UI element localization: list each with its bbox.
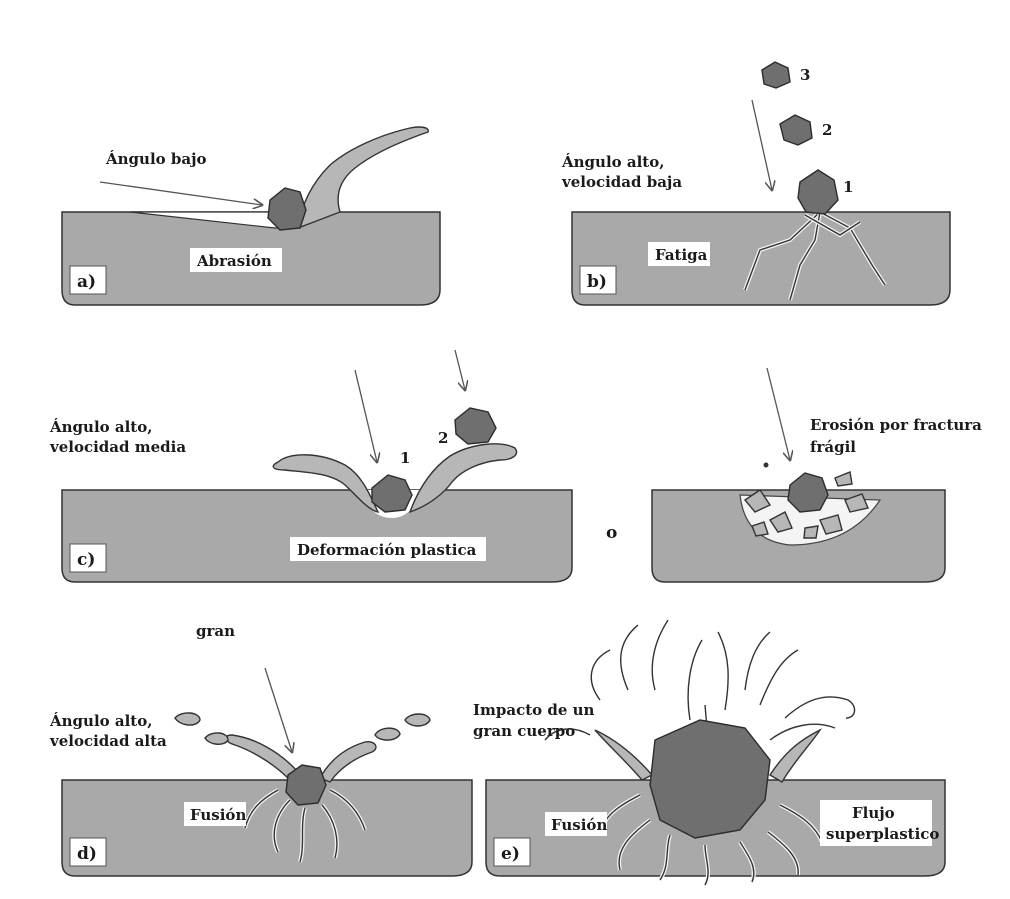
mechanism-label-c: Deformación plastica <box>297 541 477 559</box>
angle-label-d-line1: Ángulo alto, <box>49 712 152 730</box>
mechanism-label-d: Fusión <box>190 806 246 824</box>
droplet-1 <box>205 733 228 744</box>
droplet-3 <box>375 728 400 740</box>
seq-label-b3: 3 <box>800 66 810 84</box>
particle-c3 <box>788 473 828 512</box>
angle-label-a: Ángulo bajo <box>105 150 207 168</box>
rim-ejecta-right <box>770 730 820 782</box>
particle-a <box>268 188 306 230</box>
panel-b: 1 2 3 Ángulo alto, velocidad baja Fatiga… <box>561 62 950 305</box>
droplet-4 <box>405 714 430 726</box>
impact-arrow-b <box>752 100 772 190</box>
panel-c-brittle: Erosión por fractura frágil <box>652 368 982 582</box>
impact-arrow-c1 <box>355 370 377 462</box>
impact-arrow-a <box>100 182 262 205</box>
stray-label-d: gran <box>196 622 235 640</box>
particle-c1 <box>372 475 412 512</box>
seq-label-b2: 2 <box>822 121 832 139</box>
title-label-e-line2: gran cuerpo <box>473 722 575 740</box>
panel-c-material <box>62 490 572 582</box>
panel-d-material <box>62 780 472 876</box>
brittle-label-line1: Erosión por fractura <box>810 416 982 434</box>
melt-splash-right <box>320 742 376 782</box>
angle-label-d-line2: velocidad alta <box>49 732 167 750</box>
panel-d: gran Ángulo alto, velocidad alta Fusión … <box>49 622 472 876</box>
mechanism-label-a: Abrasión <box>196 252 272 270</box>
particle-b1 <box>798 170 838 214</box>
title-label-e-line1: Impacto de un <box>473 701 595 719</box>
particle-b3 <box>762 62 790 88</box>
melt-splash-left <box>226 735 298 780</box>
rim-ejecta-left <box>595 730 652 780</box>
panel-tag-b: b) <box>587 272 607 292</box>
brittle-label-line2: frágil <box>810 438 856 456</box>
particle-b2 <box>780 115 812 145</box>
panel-c: 1 2 Ángulo alto, velocidad media Deforma… <box>49 350 572 582</box>
panel-tag-a: a) <box>77 272 96 292</box>
panel-b-material <box>572 212 950 305</box>
impact-arrow-d <box>265 668 292 752</box>
particle-c2 <box>455 408 496 444</box>
angle-label-c-line2: velocidad media <box>49 438 186 456</box>
mechanism-label-e-left: Fusión <box>551 816 607 834</box>
panel-tag-d: d) <box>77 844 97 864</box>
panel-tag-e: e) <box>501 844 520 864</box>
panel-a: Ángulo bajo Abrasión a) <box>62 127 440 305</box>
angle-label-b-line1: Ángulo alto, <box>561 153 664 171</box>
debris-dot <box>764 463 769 468</box>
connector-or: o <box>606 523 617 543</box>
impact-arrow-c3 <box>767 368 790 460</box>
panel-tag-c: c) <box>77 550 95 570</box>
mechanism-label-e-right-line1: Flujo <box>852 804 895 822</box>
angle-label-c-line1: Ángulo alto, <box>49 418 152 436</box>
panel-e: Impacto de un gran cuerpo Fusión Flujo s… <box>473 620 945 885</box>
seq-label-c1: 1 <box>400 449 410 467</box>
angle-label-b-line2: velocidad baja <box>561 173 682 191</box>
seq-label-c2: 2 <box>438 429 448 447</box>
impact-arrow-c2 <box>455 350 465 390</box>
mechanism-label-b: Fatiga <box>655 246 708 264</box>
mechanism-label-e-right-line2: superplastico <box>826 825 939 843</box>
droplet-2 <box>175 713 200 725</box>
seq-label-b1: 1 <box>843 178 853 196</box>
